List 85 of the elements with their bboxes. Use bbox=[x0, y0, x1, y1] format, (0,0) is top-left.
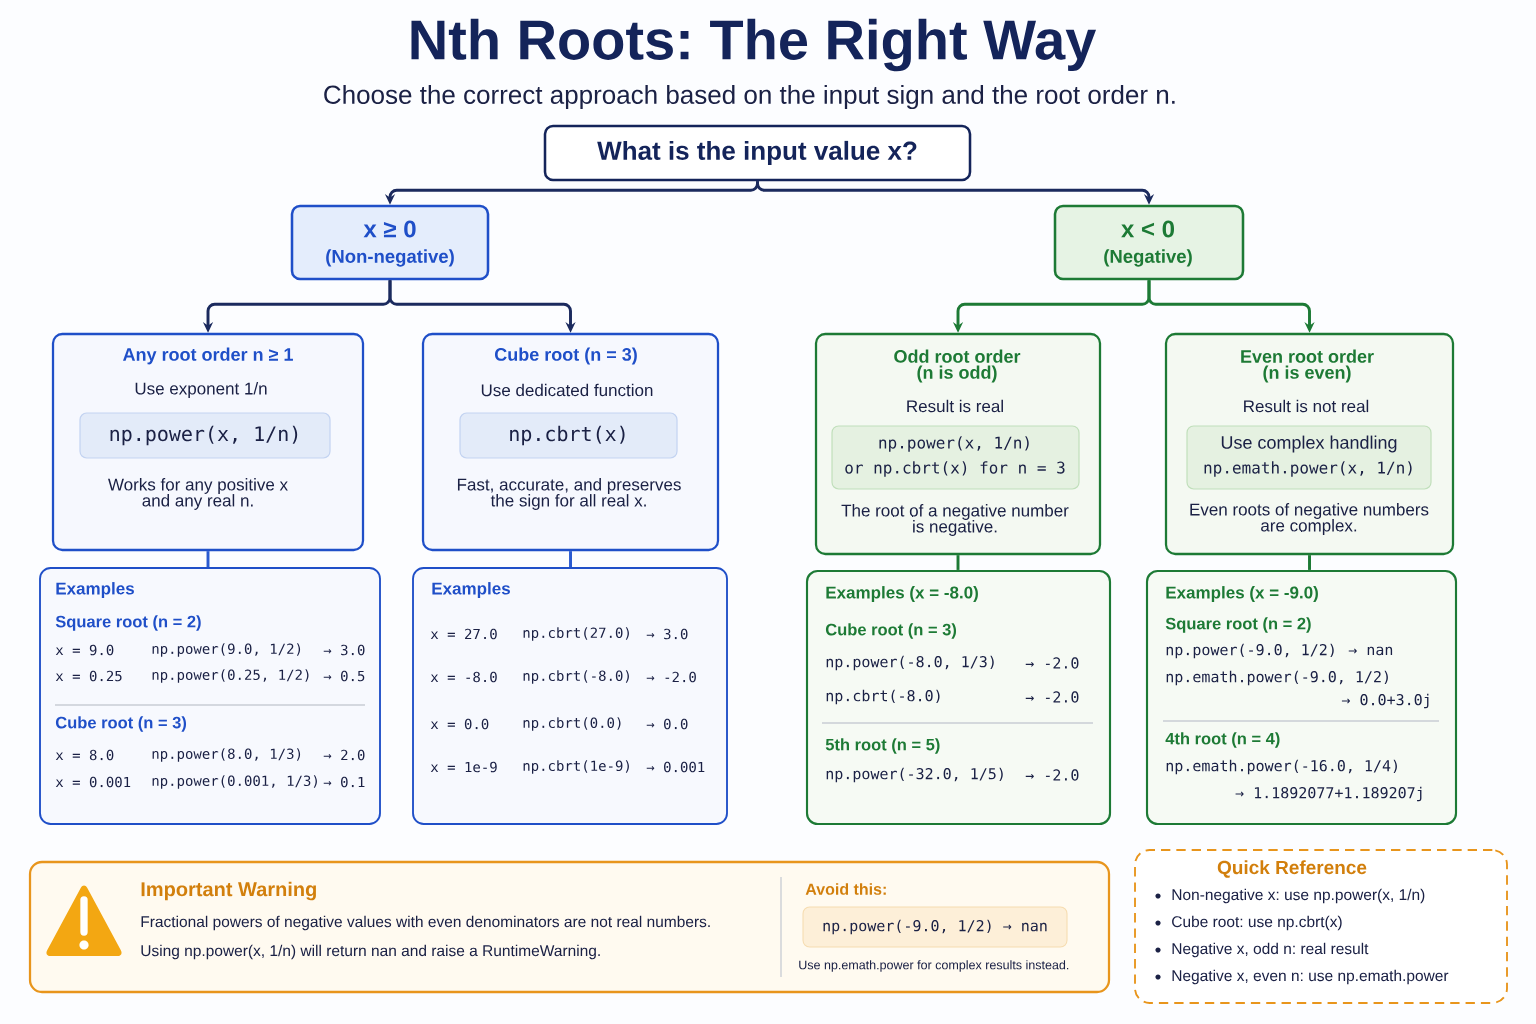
condition-text: x ≥ 0 bbox=[363, 220, 416, 238]
code-text: np.cbrt(1e-9) bbox=[523, 760, 629, 774]
result-text: → 0.5 bbox=[323, 670, 365, 682]
code-text: np.power(0.001, 1/3) bbox=[152, 775, 317, 789]
panel-heading: Examples (x = -9.0) bbox=[1166, 586, 1318, 602]
body-text: Result is not real bbox=[1244, 399, 1369, 413]
code-text: np.cbrt(0.0) bbox=[523, 717, 621, 731]
code-text: np.power(0.25, 1/2) bbox=[152, 669, 309, 683]
panel-heading: Quick Reference bbox=[1217, 860, 1367, 878]
code-box: np.power(x, 1/n) bbox=[79, 412, 331, 459]
code-text: np.cbrt(-8.0) bbox=[826, 689, 940, 705]
input-value: x = 0.0 bbox=[430, 718, 489, 730]
list-item: Negative x, odd n: real result bbox=[1172, 942, 1369, 958]
list-item: Non-negative x: use np.power(x, 1/n) bbox=[1172, 888, 1425, 904]
body-text: Result is real bbox=[907, 399, 1003, 413]
panel-heading: Examples bbox=[56, 582, 134, 598]
body-text: Use dedicated function bbox=[481, 383, 653, 397]
result-text: → -2.0 bbox=[1025, 657, 1079, 669]
connector-line bbox=[569, 551, 572, 568]
subheading: Square root (n = 2) bbox=[55, 615, 201, 631]
input-value: x = 27.0 bbox=[430, 628, 497, 640]
body-text: Fractional powers of negative values with even denominators are not real numbers. bbox=[141, 915, 710, 931]
condition-text: x < 0 bbox=[1121, 220, 1174, 238]
result-text: → 0.0 bbox=[646, 718, 688, 730]
code-text: np.cbrt(27.0) bbox=[523, 627, 629, 641]
body-text: Use complex handling bbox=[1221, 435, 1397, 453]
input-value: x = 9.0 bbox=[55, 644, 114, 656]
subheading: Cube root (n = 3) bbox=[825, 623, 957, 639]
result-text: → 3.0 bbox=[646, 628, 688, 640]
code-text: np.cbrt(-8.0) bbox=[523, 670, 629, 684]
subheading: 5th root (n = 5) bbox=[825, 738, 940, 754]
input-value: x = 8.0 bbox=[55, 749, 114, 761]
code-text: np.power(9.0, 1/2) bbox=[152, 643, 301, 657]
result-text: → 1.1892077+1.189207j bbox=[1235, 786, 1422, 802]
panel-heading: Examples bbox=[432, 582, 510, 598]
title: Nth Roots: The Right Way bbox=[411, 18, 1096, 72]
panel-heading: Even root order (n is even) bbox=[1241, 349, 1374, 383]
code-text: np.emath.power(-16.0, 1/4) bbox=[1166, 759, 1397, 775]
subheading: Square root (n = 2) bbox=[1165, 617, 1311, 633]
body-text: The root of a negative number is negative. bbox=[841, 504, 1069, 536]
result-text: → 2.0 bbox=[323, 749, 365, 761]
input-value: x = -8.0 bbox=[430, 671, 497, 683]
panel-heading: Odd root order (n is odd) bbox=[894, 349, 1021, 383]
code-text: np.power(x, 1/n) bbox=[879, 436, 1029, 452]
subheading: Avoid this: bbox=[805, 883, 886, 895]
code-text: np.power(8.0, 1/3) bbox=[152, 748, 301, 762]
warning-heading: Important Warning bbox=[141, 881, 316, 901]
code-text: np.power(-8.0, 1/3) bbox=[826, 655, 994, 671]
body-text: Even roots of negative numbers are complex. bbox=[1190, 503, 1429, 535]
connector-line bbox=[956, 555, 960, 570]
panel-heading: Examples (x = -8.0) bbox=[826, 586, 978, 602]
body-text: Fast, accurate, and preserves the sign for all real x. bbox=[457, 478, 681, 510]
condition-label: (Non-negative) bbox=[326, 249, 454, 267]
code-box: np.cbrt(x) bbox=[459, 412, 678, 459]
input-value: x = 1e-9 bbox=[430, 761, 497, 773]
note-text: Use np.emath.power for complex results instead. bbox=[799, 960, 1069, 972]
condition-label: (Negative) bbox=[1104, 249, 1192, 267]
input-value: x = 0.001 bbox=[55, 776, 131, 788]
connector-line bbox=[1308, 555, 1311, 570]
connector-line bbox=[206, 551, 210, 568]
body-text: Works for any positive x and any real n. bbox=[108, 478, 288, 510]
result-text: → 0.0+3.0j bbox=[1341, 693, 1429, 709]
result-text: → -2.0 bbox=[1025, 691, 1079, 703]
input-value: x = 0.25 bbox=[55, 670, 122, 682]
code-text: np.power(-32.0, 1/5) bbox=[826, 767, 1003, 783]
code-text: np.emath.power(x, 1/n) bbox=[1204, 461, 1412, 477]
result-text: → -2.0 bbox=[1025, 769, 1079, 781]
question-box: What is the input value x? bbox=[543, 124, 972, 182]
subheading: Cube root (n = 3) bbox=[55, 716, 187, 732]
result-text: → -2.0 bbox=[646, 671, 696, 683]
list-item: Negative x, even n: use np.emath.power bbox=[1172, 969, 1449, 985]
code-text: np.power(-9.0, 1/2) bbox=[1166, 643, 1334, 659]
panel-heading: Cube root (n = 3) bbox=[495, 347, 637, 365]
result-text: → nan bbox=[1348, 646, 1393, 656]
subheading: 4th root (n = 4) bbox=[1165, 732, 1280, 748]
result-text: → 0.001 bbox=[646, 761, 705, 773]
result-text: → 3.0 bbox=[323, 644, 365, 656]
code-text: np.emath.power(-9.0, 1/2) bbox=[1166, 670, 1388, 686]
panel-heading: Any root order n ≥ 1 bbox=[123, 347, 293, 365]
body-text: Use exponent 1/n bbox=[135, 382, 267, 398]
body-text: Using np.power(x, 1/n) will return nan and raise a RuntimeWarning. bbox=[141, 944, 600, 960]
code-text: or np.cbrt(x) for n = 3 bbox=[845, 461, 1065, 477]
code-box: np.power(-9.0, 1/2) → nan bbox=[802, 906, 1068, 948]
result-text: → 0.1 bbox=[323, 776, 365, 788]
list-item: Cube root: use np.cbrt(x) bbox=[1172, 915, 1342, 931]
